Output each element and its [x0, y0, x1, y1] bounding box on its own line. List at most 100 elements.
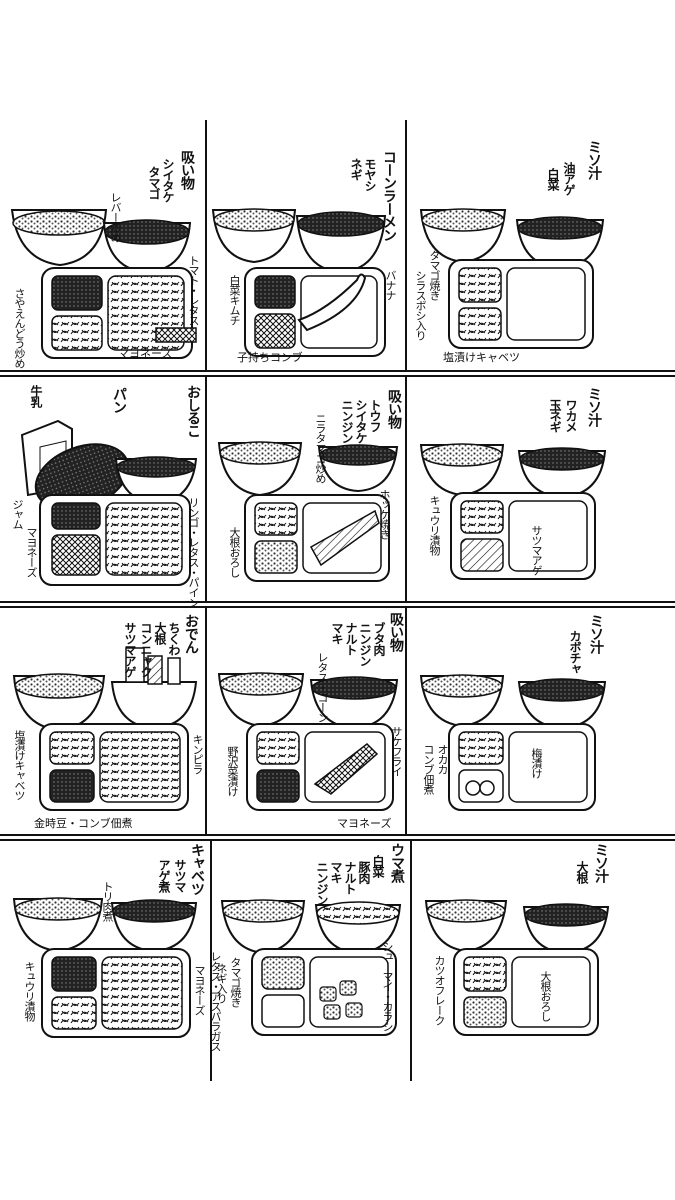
soup-name: 牛乳 — [29, 385, 43, 407]
soup-item: シイタケ — [354, 399, 368, 443]
dish-label: シラスボシ入り — [414, 270, 427, 340]
dish-label: リンゴ・レタス・パイン — [187, 497, 200, 607]
soup-item: ニンジン — [358, 622, 372, 666]
soup-name: ミソ汁 — [586, 387, 602, 426]
row-border-1-bottom — [0, 375, 675, 377]
soup-item: 油アゲ — [562, 162, 576, 195]
meal-panel-1: 吸い物 シイタケ タマゴ レバー炒め トマト・レタス さやえんどう炒め マヨネー… — [0, 120, 205, 370]
dish-label: ニラタマゴ炒め — [314, 413, 327, 483]
col-divider-b4 — [410, 841, 412, 1081]
dish-label: 塩漬けキャベツ — [443, 351, 520, 364]
dish-label: 梅漬け — [530, 748, 543, 778]
soup-item: サツマ — [173, 859, 187, 892]
soup-item: トウフ — [368, 399, 382, 432]
row-border-3-top — [0, 834, 675, 836]
soup-name: ウマ煮 — [389, 843, 405, 882]
meal-panel-10: キャベツ サツマ アゲ煮 トリ肉煮 キュウリ漬物 レタス・アスパラガス マヨネー… — [0, 841, 222, 1081]
dish-label: 金時豆・コンブ佃煮 — [34, 817, 133, 830]
soup-item: ニンジン — [315, 861, 329, 905]
meal-panel-3: ミソ汁 油アゲ 白菜 タマゴ焼き シラスボシ入り 塩漬けキャベツ — [407, 120, 612, 370]
meal-panel-4: 牛乳 パン おしるこ リンゴ・レタス・パイン ジャム マヨネーズ — [0, 377, 205, 607]
dish-label: サツマアゲ — [530, 525, 543, 575]
soup-name: 吸い物 — [386, 389, 402, 428]
soup-item: シイタケ — [161, 158, 175, 202]
meal-panel-8: 吸い物 ブタ肉 ニンジン ナルト マキ レタス・コーン 野沢菜漬け サケフライ … — [207, 608, 405, 834]
col-divider-a2 — [205, 377, 207, 601]
soup-name: おでん — [183, 614, 199, 653]
meal-panel-2: コーンラーメン モヤシ ネギ バナナ 白菜キムチ 子持ちコンブ — [207, 120, 405, 370]
dish-label: 大根おろし — [539, 971, 552, 1021]
soup-item: 玉ネギ — [548, 399, 562, 432]
soup-item: コンニャク — [139, 622, 153, 677]
col-divider-b2 — [405, 377, 407, 601]
dish-label: ジャム — [11, 499, 24, 529]
meal-panel-12: ミソ汁 大根 大根おろし カツオフレーク — [412, 841, 612, 1081]
col-divider-b1 — [405, 120, 407, 370]
soup-name: コーンラーメン — [381, 150, 397, 241]
col-divider-b3 — [405, 608, 407, 834]
dish-label: シューマイ・カラシ — [381, 941, 394, 1031]
soup-item: マキ — [329, 861, 343, 883]
dish-label: レタス・コーン — [316, 652, 329, 722]
meal-panel-9: ミソ汁 カボチャ オカカ コンブ佃煮 梅漬け — [407, 608, 612, 834]
dish-label: キュウリ漬物 — [23, 961, 36, 1021]
col-divider-a3 — [205, 608, 207, 834]
meal-illustration-3 — [419, 208, 605, 349]
soup-name: ミソ汁 — [588, 614, 604, 653]
soup-item: 大根 — [153, 622, 167, 644]
meal-illustration-1 — [10, 209, 197, 359]
meal-panel-7: おでん ちくわ 大根 コンニャク サツマアゲ 塩漬けキャベツ キンピラ 金時豆・… — [0, 608, 205, 834]
dish-label: 野沢菜漬け — [226, 746, 239, 796]
dish-label: カツオフレーク — [433, 955, 446, 1025]
soup-item: 大根 — [575, 861, 589, 883]
soup-item: パン — [111, 387, 127, 413]
dish-label: マヨネーズ — [193, 965, 206, 1015]
dish-label: ネギ入り — [215, 963, 228, 1003]
row-border-3-bottom — [0, 839, 675, 841]
soup-item: 豚肉 — [357, 861, 371, 883]
dish-label: 塩漬けキャベツ — [13, 730, 26, 800]
dish-label: 白菜キムチ — [228, 275, 241, 325]
dish-label: おしるこ — [185, 385, 201, 437]
meal-illustration-7 — [12, 647, 198, 811]
soup-item: ワカメ — [564, 399, 578, 432]
meal-illustration-9 — [419, 674, 607, 811]
row-border-1-top — [0, 370, 675, 372]
meal-illustration-11 — [220, 899, 402, 1036]
meal-illustration-8 — [217, 672, 399, 811]
soup-item: ちくわ — [167, 622, 181, 655]
meal-illustration-5 — [217, 441, 399, 582]
soup-name: ミソ汁 — [593, 843, 609, 882]
meal-panel-11: ウマ煮 白菜 豚肉 ナルト マキ ニンジン シューマイ・カラシ タマゴ焼き ネギ… — [212, 841, 410, 1081]
row-border-2-top — [0, 601, 675, 603]
dish-label: レタス・アスパラガス — [209, 951, 222, 1051]
dish-label: 子持ちコンブ — [237, 351, 303, 364]
meal-illustration-4 — [20, 419, 198, 586]
meal-panel-5: 吸い物 トウフ シイタケ ニンジン ニラタマゴ炒め ホッケ焼き 大根おろし — [207, 377, 405, 601]
soup-item: ニンジン — [340, 399, 354, 443]
soup-item: 白菜 — [371, 855, 385, 877]
dish-label: コンブ佃煮 — [422, 744, 435, 794]
soup-item: マキ — [330, 622, 344, 644]
dish-label: トリ肉煮 — [101, 881, 114, 921]
soup-name: 吸い物 — [388, 612, 404, 651]
col-divider-a4 — [210, 841, 212, 1081]
dish-label: キンピラ — [191, 734, 204, 774]
soup-item: ブタ肉 — [372, 622, 386, 655]
dish-label: ホッケ焼き — [378, 489, 391, 539]
soup-name: ミソ汁 — [586, 140, 602, 179]
soup-item: モヤシ — [363, 158, 377, 191]
dish-label: マヨネーズ — [25, 527, 38, 577]
soup-item: タマゴ — [147, 166, 161, 199]
dish-label: マヨネーズ — [118, 347, 173, 360]
col-divider-a1 — [205, 120, 207, 370]
dish-label: サケフライ — [390, 726, 403, 776]
dish-label: タマゴ焼き — [229, 957, 242, 1007]
dish-label: キュウリ漬物 — [428, 495, 441, 555]
meal-illustration-2 — [211, 208, 387, 357]
row-border-2-bottom — [0, 606, 675, 608]
meal-panel-6: ミソ汁 ワカメ 玉ネギ キュウリ漬物 サツマアゲ — [407, 377, 612, 601]
soup-item: サツマアゲ — [123, 622, 137, 677]
dish-label: オカカ — [436, 744, 449, 774]
